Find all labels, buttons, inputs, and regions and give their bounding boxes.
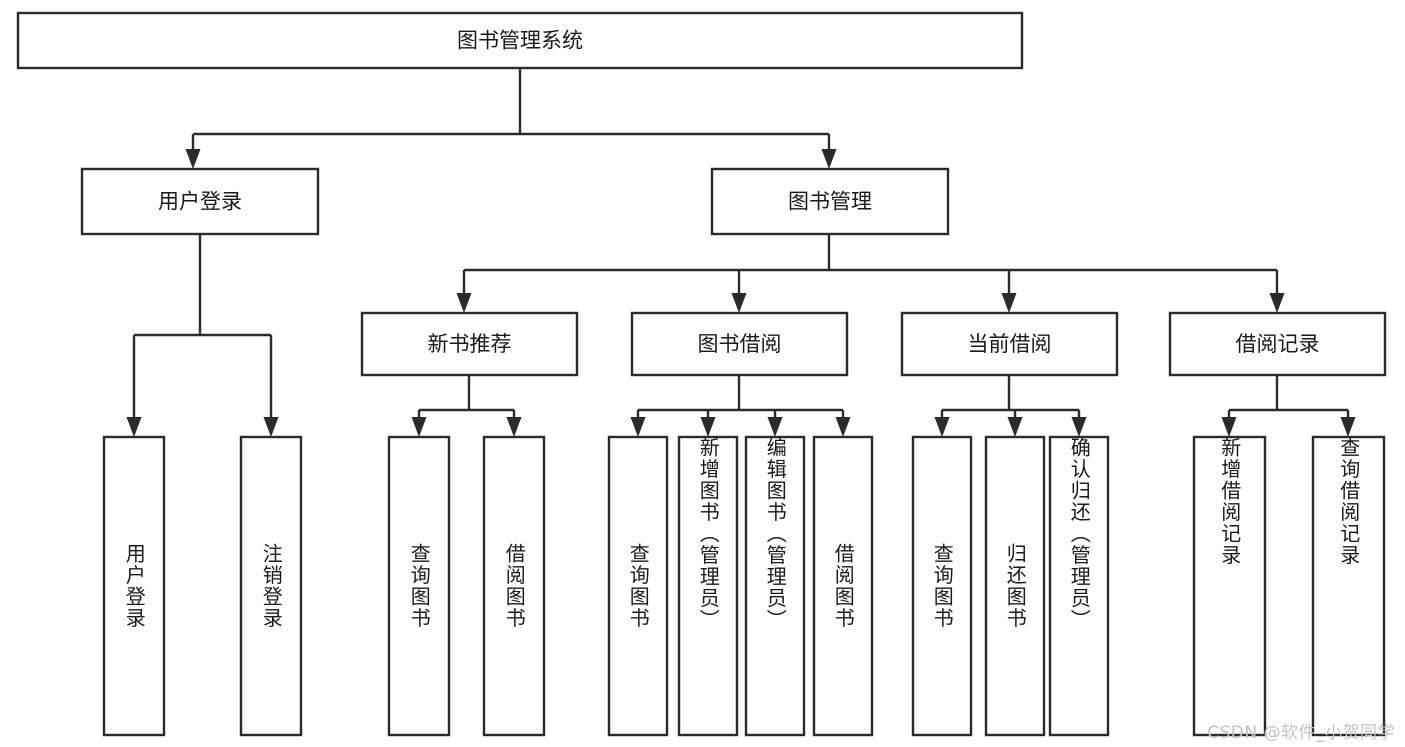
node-label-leaf-borrow-book-borrow: 借阅图书 — [831, 543, 856, 629]
node-label-leaf-query-book-recommend: 查询图书 — [407, 543, 432, 629]
node-box-leaf-borrow-book-recommend[interactable] — [482, 435, 546, 737]
node-label-wrap-leaf-borrow-book-recommend: 借阅图书 — [484, 437, 544, 735]
watermark-text: CSDN @软件_小贺同学 — [1207, 723, 1395, 743]
connector-line — [132, 234, 273, 420]
connector-line — [417, 375, 516, 420]
node-label-leaf-edit-book-admin: 编辑图书（管理员） — [763, 437, 788, 631]
arrow-head-icon — [411, 417, 427, 437]
arrow-head-icon — [1007, 417, 1023, 437]
arrow-head-icon — [700, 417, 716, 437]
node-label-wrap-leaf-confirm-return-admin: 确认归还（管理员） — [1050, 437, 1108, 735]
arrow-head-icon — [934, 417, 950, 437]
node-label-leaf-add-book-admin: 新增图书（管理员） — [696, 437, 721, 631]
node-box-leaf-add-book-admin[interactable] — [677, 435, 739, 737]
node-label-wrap-leaf-borrow-book-borrow: 借阅图书 — [814, 437, 872, 735]
node-label-leaf-borrow-book-recommend: 借阅图书 — [502, 543, 527, 629]
node-box-leaf-query-borrow-record[interactable] — [1311, 435, 1386, 737]
arrow-head-icon — [506, 417, 522, 437]
boxes-layer — [16, 11, 1387, 737]
connector-conn-bookborrow-bus — [630, 375, 851, 437]
connector-conn-recommend-bus — [411, 375, 522, 437]
node-box-leaf-query-book-recommend[interactable] — [387, 435, 451, 737]
connector-line — [636, 375, 845, 420]
connector-conn-bookmanage-bus — [456, 234, 1285, 313]
arrow-head-icon — [263, 417, 279, 437]
node-box-user-login[interactable] — [80, 167, 320, 236]
node-label-root: 图书管理系统 — [457, 29, 583, 53]
node-box-leaf-return-book[interactable] — [984, 435, 1046, 737]
node-box-leaf-user-login[interactable] — [102, 435, 166, 737]
connector-conn-root-bus — [185, 68, 837, 169]
arrow-head-icon — [456, 293, 472, 313]
arrow-head-icon — [1071, 417, 1087, 437]
node-label-user-login: 用户登录 — [158, 190, 242, 214]
node-label-wrap-leaf-query-borrow-record: 查询借阅记录 — [1313, 437, 1384, 735]
connector-conn-borrowrecord-bus — [1221, 375, 1356, 437]
node-box-book-manage[interactable] — [710, 167, 950, 236]
arrow-head-icon — [1221, 417, 1237, 437]
node-label-new-book-recommend: 新书推荐 — [428, 332, 512, 356]
node-box-leaf-query-book-current[interactable] — [911, 435, 973, 737]
arrow-head-icon — [821, 149, 837, 169]
node-box-current-borrow[interactable] — [900, 311, 1119, 377]
node-box-leaf-query-book-borrow[interactable] — [607, 435, 669, 737]
node-box-book-borrow[interactable] — [630, 311, 849, 377]
node-label-wrap-leaf-query-book-borrow: 查询图书 — [609, 437, 667, 735]
arrow-head-icon — [835, 417, 851, 437]
connector-line — [191, 68, 831, 152]
node-label-wrap-leaf-add-borrow-record: 新增借阅记录 — [1194, 437, 1265, 735]
node-label-leaf-add-borrow-record: 新增借阅记录 — [1217, 437, 1242, 566]
arrow-head-icon — [630, 417, 646, 437]
node-label-wrap-leaf-return-book: 归还图书 — [986, 437, 1044, 735]
node-box-root[interactable] — [16, 11, 1024, 70]
node-box-leaf-edit-book-admin[interactable] — [744, 435, 806, 737]
arrow-head-icon — [1340, 417, 1356, 437]
node-label-borrow-record: 借阅记录 — [1236, 332, 1320, 356]
node-label-wrap-leaf-user-login: 用户登录 — [104, 437, 164, 735]
arrow-head-icon — [1001, 293, 1017, 313]
node-label-book-borrow: 图书借阅 — [698, 332, 782, 356]
connector-line — [1227, 375, 1350, 420]
connector-line — [940, 375, 1081, 420]
node-label-leaf-logout-login: 注销登录 — [259, 543, 284, 629]
node-label-wrap-leaf-edit-book-admin: 编辑图书（管理员） — [746, 437, 804, 735]
node-box-leaf-logout-login[interactable] — [239, 435, 303, 737]
node-label-leaf-confirm-return-admin: 确认归还（管理员） — [1067, 437, 1092, 631]
node-label-leaf-user-login: 用户登录 — [122, 543, 147, 629]
node-label-leaf-query-borrow-record: 查询借阅记录 — [1336, 437, 1361, 566]
arrow-head-icon — [731, 293, 747, 313]
arrow-head-icon — [126, 417, 142, 437]
arrow-head-icon — [185, 149, 201, 169]
node-box-leaf-borrow-book-borrow[interactable] — [812, 435, 874, 737]
connector-conn-userlogin-bus — [126, 234, 279, 437]
node-label-wrap-leaf-add-book-admin: 新增图书（管理员） — [679, 437, 737, 735]
node-box-new-book-recommend[interactable] — [360, 311, 579, 377]
connectors-layer — [126, 68, 1356, 437]
node-box-leaf-confirm-return-admin[interactable] — [1048, 435, 1110, 737]
arrow-head-icon — [1269, 293, 1285, 313]
node-label-current-borrow: 当前借阅 — [968, 332, 1052, 356]
node-label-leaf-return-book: 归还图书 — [1003, 543, 1028, 629]
node-label-wrap-leaf-query-book-current: 查询图书 — [913, 437, 971, 735]
node-label-book-manage: 图书管理 — [788, 190, 872, 214]
arrow-head-icon — [767, 417, 783, 437]
connector-conn-currentborrow-bus — [934, 375, 1087, 437]
node-label-leaf-query-book-current: 查询图书 — [930, 543, 955, 629]
connector-line — [462, 234, 1279, 296]
node-label-wrap-leaf-query-book-recommend: 查询图书 — [389, 437, 449, 735]
node-label-wrap-leaf-logout-login: 注销登录 — [241, 437, 301, 735]
node-label-leaf-query-book-borrow: 查询图书 — [626, 543, 651, 629]
node-box-leaf-add-borrow-record[interactable] — [1192, 435, 1267, 737]
node-box-borrow-record[interactable] — [1168, 311, 1387, 377]
